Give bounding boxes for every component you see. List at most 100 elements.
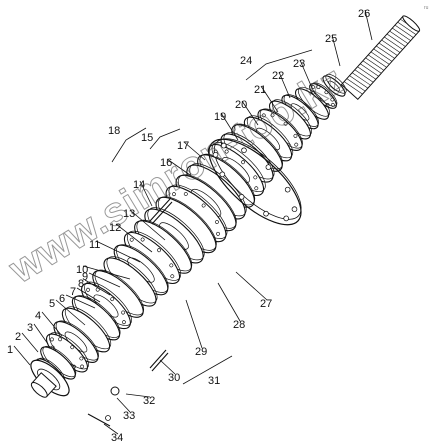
- callout-19: 19: [214, 111, 226, 123]
- callout-32: 32: [143, 395, 155, 407]
- leader-9: [88, 272, 121, 288]
- bolt-hole: [79, 356, 84, 361]
- shaft-spline: [378, 42, 398, 56]
- bolt-hole: [311, 85, 316, 90]
- callout-12: 12: [109, 222, 121, 234]
- housing-flange: [208, 138, 302, 226]
- shaft-spline: [346, 78, 366, 92]
- callout-15: 15: [141, 132, 153, 144]
- callout-18: 18: [108, 125, 120, 137]
- callout-30: 30: [168, 372, 180, 384]
- leader-29: [185, 299, 203, 349]
- callout-31: 31: [208, 375, 220, 387]
- bracket-24: [245, 49, 313, 81]
- leader-28: [217, 282, 241, 322]
- leader-14: [139, 180, 153, 207]
- callout-9: 9: [82, 271, 88, 283]
- callout-4: 4: [35, 310, 41, 322]
- shaft-spline: [376, 45, 395, 59]
- bolt-hole: [121, 310, 126, 315]
- shaft-spline: [357, 66, 377, 80]
- disc-outer: [322, 75, 346, 97]
- leader-6: [65, 294, 96, 309]
- bracket-15: [149, 128, 181, 150]
- leader-22: [278, 71, 291, 99]
- callout-21: 21: [254, 84, 266, 96]
- leader-7: [76, 287, 101, 303]
- shaft-spline: [370, 51, 390, 65]
- bolt-hole: [283, 121, 288, 126]
- callout-8: 8: [78, 278, 84, 290]
- leader-32: [125, 393, 151, 398]
- flange-bolt: [284, 186, 291, 193]
- callout-16: 16: [160, 157, 172, 169]
- leader-16: [166, 158, 191, 176]
- bolt-hole: [294, 142, 299, 147]
- callout-14: 14: [133, 179, 145, 191]
- flange-bolt: [291, 206, 298, 213]
- leader-26: [364, 9, 373, 41]
- leader-2: [21, 332, 39, 353]
- bolt-hole: [330, 97, 335, 102]
- flange-bolt: [212, 151, 219, 158]
- bolt-hole: [293, 134, 298, 138]
- bolt-hole: [86, 287, 90, 292]
- shaft-spline: [397, 21, 417, 35]
- bolt-hole: [201, 203, 206, 208]
- bolt-hole: [157, 248, 161, 253]
- shaft-spline: [362, 60, 382, 74]
- disc-rim: [297, 86, 331, 117]
- leader-13: [129, 209, 166, 241]
- leader-30: [159, 359, 176, 375]
- assembly-parts: [30, 15, 421, 427]
- bolt-hole: [170, 274, 175, 279]
- shaft-spline: [354, 69, 374, 83]
- disc-rim: [311, 82, 338, 107]
- callout-33: 33: [123, 410, 135, 422]
- flange-bolt: [283, 215, 290, 222]
- shaft-spline: [349, 75, 369, 89]
- flange-bolt: [238, 194, 245, 200]
- callout-24: 24: [240, 55, 252, 67]
- callout-3: 3: [27, 322, 33, 334]
- shaft-spline: [381, 39, 401, 53]
- pin-30: [149, 349, 169, 372]
- leader-11: [95, 240, 141, 263]
- callout-5: 5: [49, 298, 55, 310]
- callout-7: 7: [70, 286, 76, 298]
- shaft-spline: [343, 81, 363, 95]
- shaft-spline: [389, 30, 409, 44]
- flange-bolt: [241, 147, 247, 154]
- bolt-hole: [129, 237, 134, 242]
- front-coupling: [30, 359, 70, 398]
- bracket-18: [111, 127, 147, 163]
- spline-shaft: [340, 15, 421, 101]
- leader-33: [116, 397, 131, 413]
- flange-bolt: [265, 164, 272, 170]
- bolt-hole: [224, 149, 229, 154]
- bolt-hole: [80, 364, 84, 369]
- leader-17: [183, 141, 206, 161]
- callout-2: 2: [15, 331, 21, 343]
- corner-mark: ru: [424, 5, 429, 11]
- leader-21: [260, 85, 279, 113]
- bolt-hole: [261, 113, 266, 118]
- leader-19: [220, 112, 239, 141]
- bolt-hole: [110, 297, 115, 301]
- callout-13: 13: [123, 208, 135, 220]
- coupling-face: [30, 382, 48, 398]
- shaft-spline: [386, 33, 406, 47]
- leader-20: [241, 100, 259, 126]
- leader-lines: [13, 9, 373, 435]
- bolt-hole: [324, 90, 329, 95]
- flange-bolt: [219, 171, 226, 178]
- callout-28: 28: [233, 319, 245, 331]
- bolt-hole: [70, 345, 75, 350]
- bracket-31: [182, 355, 233, 385]
- disc-rim: [325, 73, 347, 94]
- leader-27: [235, 271, 268, 301]
- shaft-spline: [360, 63, 379, 77]
- bolt-hole: [254, 186, 259, 191]
